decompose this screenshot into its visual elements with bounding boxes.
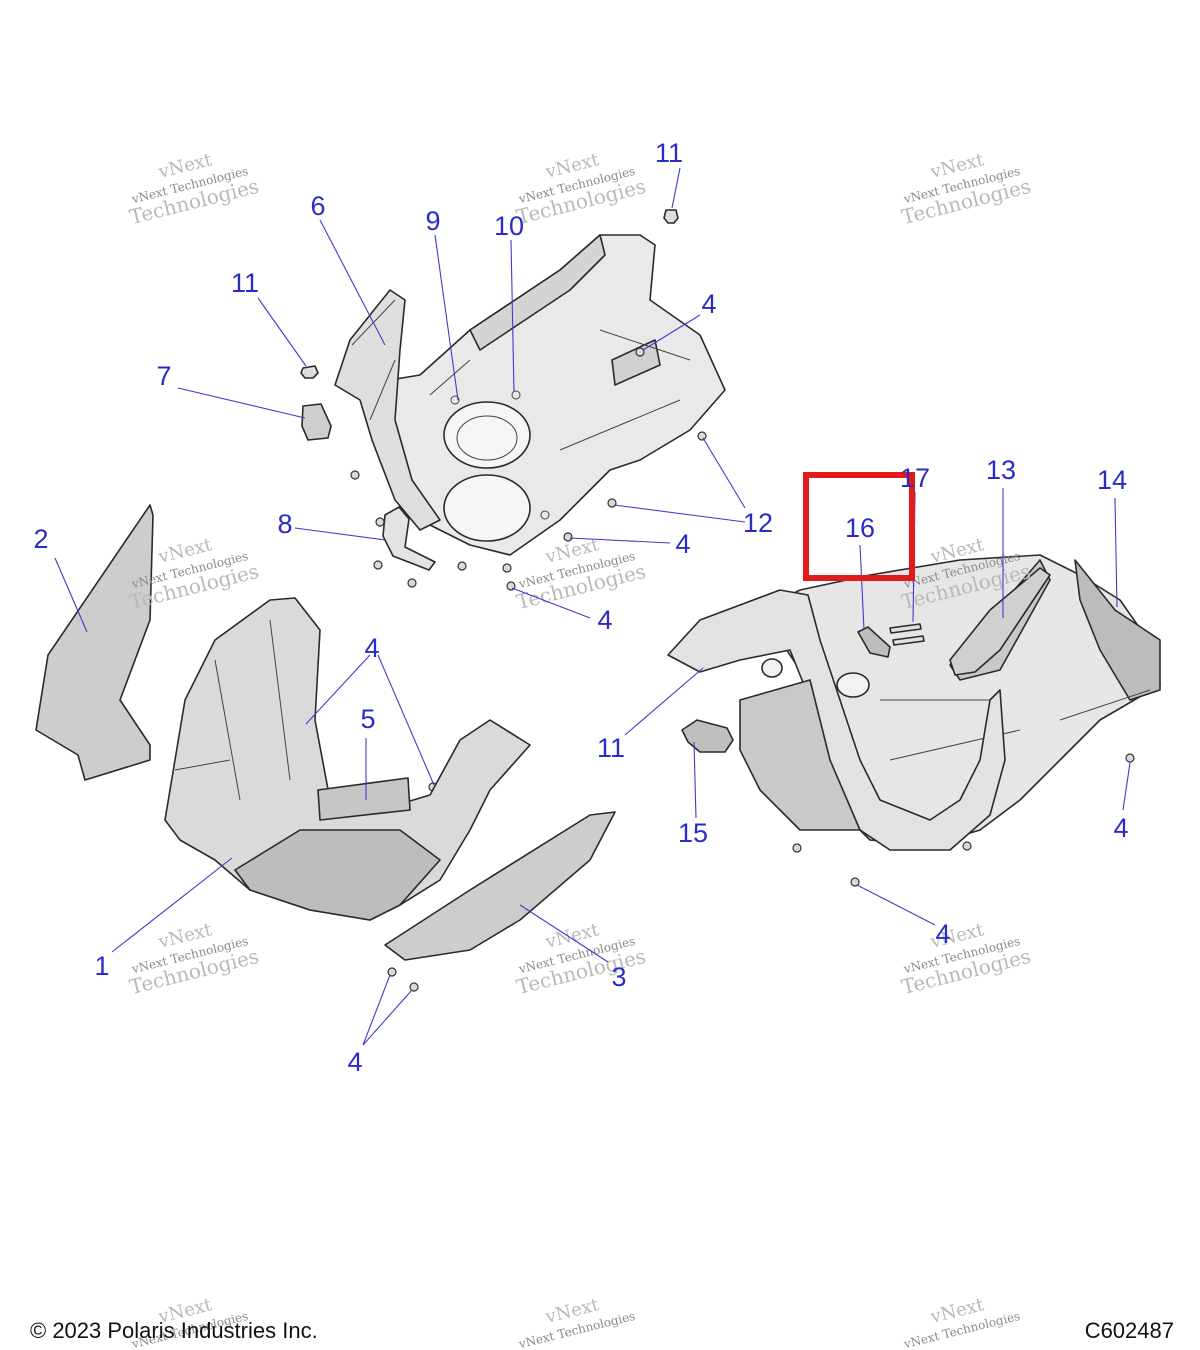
callout-10[interactable]: 10 xyxy=(494,211,524,241)
callout-11-right[interactable]: 11 xyxy=(597,733,625,763)
watermark-8: vNext vNext Technologies Technologies xyxy=(514,919,648,999)
callout-9[interactable]: 9 xyxy=(425,206,440,236)
callout-11-left[interactable]: 11 xyxy=(231,268,259,298)
watermark-3: vNext vNext Technologies Technologies xyxy=(899,149,1033,229)
watermark-1: vNext vNext Technologies Technologies xyxy=(127,149,261,229)
watermark-7: vNext vNext Technologies Technologies xyxy=(127,919,261,999)
part-mount-bracket xyxy=(382,506,436,571)
callout-4-upper-right[interactable]: 4 xyxy=(701,289,716,319)
callout-4-far-right[interactable]: 4 xyxy=(1113,813,1128,843)
part-upper-belly-pan xyxy=(359,234,726,556)
callout-8[interactable]: 8 xyxy=(277,509,292,539)
part-lower-front-hood xyxy=(164,597,531,921)
part-small-pad xyxy=(301,403,332,441)
callout-4-center[interactable]: 4 xyxy=(597,605,612,635)
watermark-2: vNext vNext Technologies Technologies xyxy=(514,149,648,229)
callout-3[interactable]: 3 xyxy=(611,962,626,992)
callout-4-lower-right[interactable]: 4 xyxy=(935,919,950,949)
callout-4-mid[interactable]: 4 xyxy=(675,529,690,559)
callout-4-bottom[interactable]: 4 xyxy=(347,1047,362,1077)
part-small-plate xyxy=(857,626,891,658)
callout-5[interactable]: 5 xyxy=(360,704,375,734)
part-bump-stop xyxy=(681,719,734,753)
part-side-bracket xyxy=(334,289,441,531)
part-clips-top xyxy=(300,209,679,379)
part-headlight-trim xyxy=(949,567,1051,676)
callout-15[interactable]: 15 xyxy=(678,818,708,848)
callout-2[interactable]: 2 xyxy=(33,524,48,554)
watermark-12: vNext vNext Technologies xyxy=(902,1294,1022,1350)
parts-artwork xyxy=(35,209,1161,992)
fasteners xyxy=(299,347,1135,992)
callout-labels: 11 6 9 10 11 4 7 12 4 8 4 2 17 13 14 16 … xyxy=(33,138,1128,1077)
callout-12[interactable]: 12 xyxy=(743,508,773,538)
callout-7[interactable]: 7 xyxy=(156,361,171,391)
watermark-4: vNext vNext Technologies Technologies xyxy=(127,534,261,614)
callout-16[interactable]: 16 xyxy=(845,513,875,543)
callout-1[interactable]: 1 xyxy=(94,951,109,981)
callout-13[interactable]: 13 xyxy=(986,455,1016,485)
part-left-side-panel xyxy=(35,504,154,781)
part-front-frame xyxy=(667,589,1006,851)
copyright-notice: © 2023 Polaris Industries Inc. xyxy=(30,1318,318,1343)
callout-6[interactable]: 6 xyxy=(310,191,325,221)
drawing-number: C602487 xyxy=(1084,1318,1174,1343)
part-rivets xyxy=(889,623,925,646)
highlight-box xyxy=(803,472,915,581)
watermark-9: vNext vNext Technologies Technologies xyxy=(899,919,1033,999)
callout-17[interactable]: 17 xyxy=(900,463,930,493)
callout-11-top[interactable]: 11 xyxy=(655,138,683,168)
callout-4-lower-left[interactable]: 4 xyxy=(364,633,379,663)
part-right-side-panel xyxy=(384,811,616,961)
watermark-11: vNext vNext Technologies xyxy=(517,1294,637,1350)
callout-14[interactable]: 14 xyxy=(1097,465,1127,495)
